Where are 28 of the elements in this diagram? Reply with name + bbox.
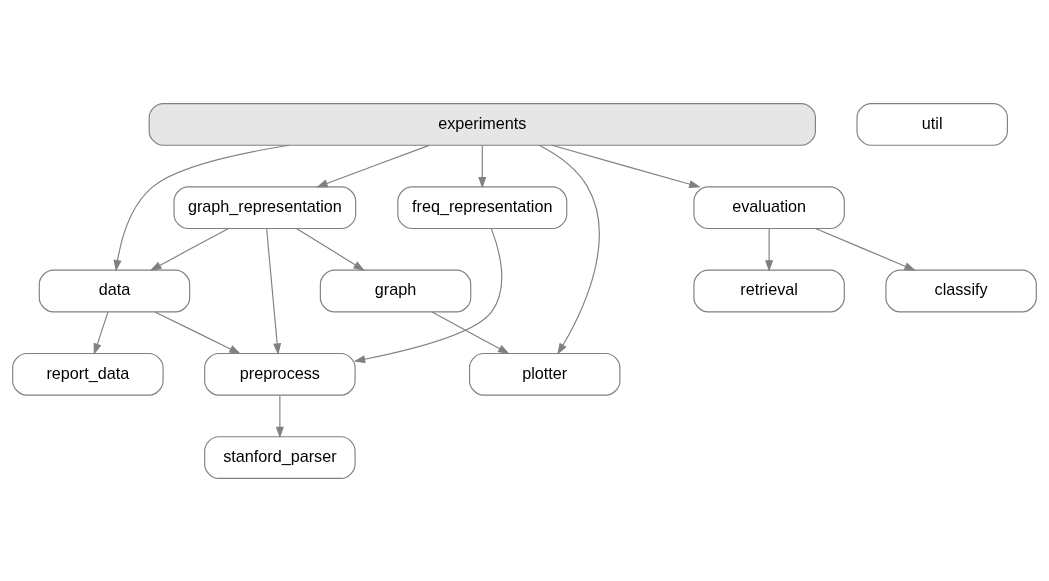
- node-box: plotter: [469, 352, 621, 396]
- node-box: report_data: [12, 352, 164, 396]
- node-box: util: [856, 102, 1008, 146]
- node-box: evaluation: [693, 185, 845, 229]
- node-box: retrieval: [693, 269, 845, 312]
- arrow: [93, 311, 109, 355]
- node-box: preprocess: [204, 352, 356, 396]
- node-box: data: [38, 269, 191, 312]
- node-box: stanford_parser: [204, 435, 356, 479]
- arrow: [113, 144, 290, 272]
- node-box: classify: [885, 269, 1037, 312]
- node-box: graph_representation: [173, 185, 357, 229]
- arrow: [353, 227, 503, 363]
- arrow: [478, 144, 487, 189]
- arrow: [275, 394, 284, 438]
- node-box: graph: [319, 269, 472, 312]
- arrow: [266, 227, 282, 355]
- node-box: freq_representation: [397, 185, 568, 229]
- arrow: [765, 227, 774, 272]
- arrow: [431, 310, 510, 354]
- arrow: [815, 227, 916, 271]
- node-box: experiments: [148, 102, 816, 146]
- arrow: [551, 144, 701, 188]
- arrow: [296, 227, 365, 271]
- arrow: [154, 310, 241, 354]
- arrow: [539, 144, 600, 355]
- arrow: [149, 227, 229, 271]
- arrow: [316, 144, 430, 187]
